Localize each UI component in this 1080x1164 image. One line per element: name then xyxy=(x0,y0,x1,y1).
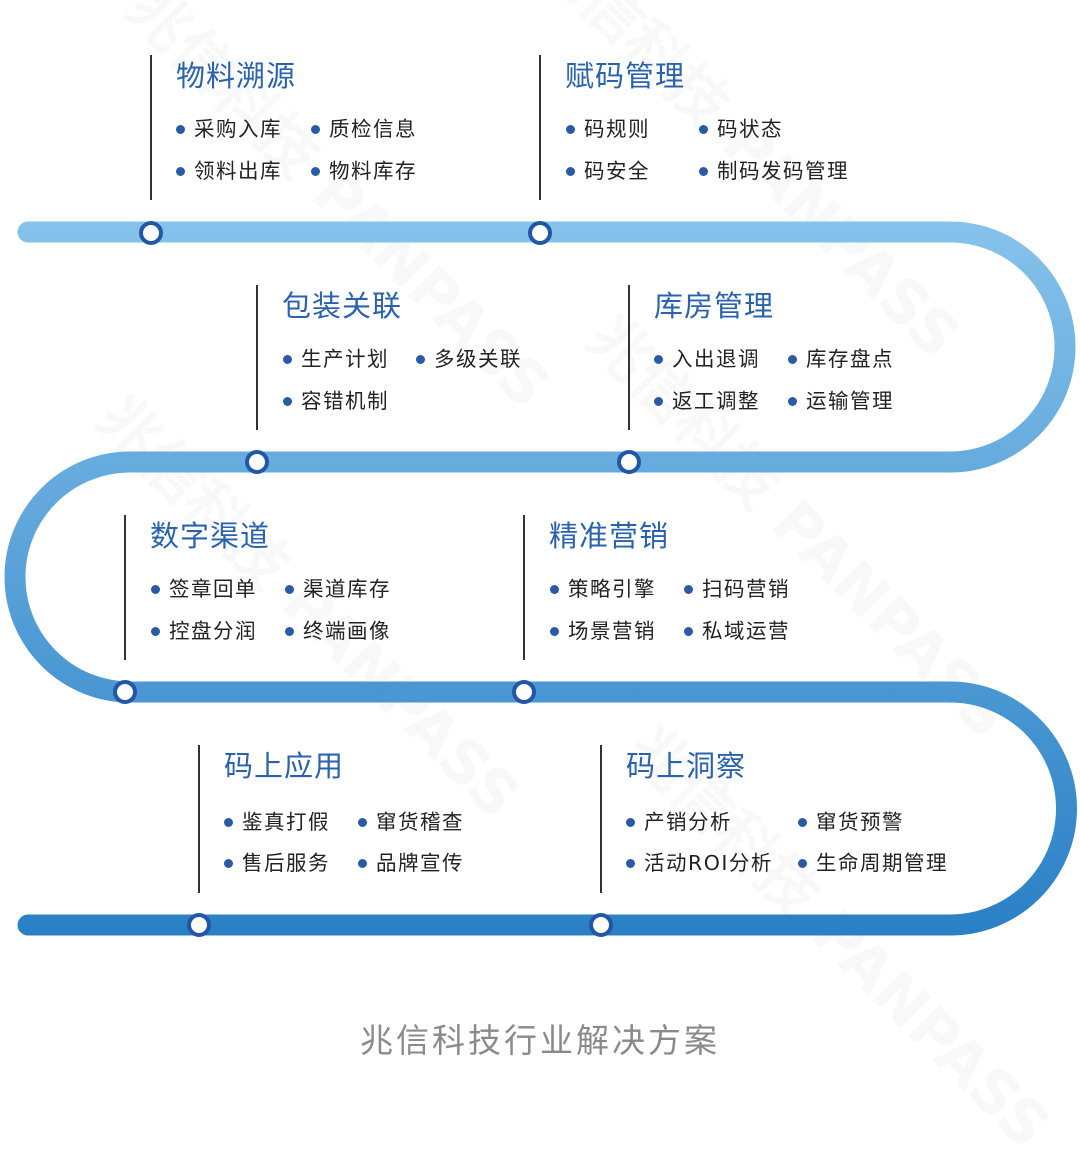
bullet-icon xyxy=(176,125,185,134)
timeline-node-marker xyxy=(187,913,211,937)
module-item: 生命周期管理 xyxy=(816,851,948,875)
module-title: 物料溯源 xyxy=(176,59,297,93)
timeline-node-marker xyxy=(528,221,552,245)
module-item: 领料出库 xyxy=(194,159,282,183)
module-item: 渠道库存 xyxy=(303,577,391,601)
bullet-icon xyxy=(283,397,292,406)
module-title: 库房管理 xyxy=(654,289,775,323)
bullet-icon xyxy=(654,397,663,406)
timeline-node-marker xyxy=(512,680,536,704)
module-item: 库存盘点 xyxy=(806,347,894,371)
module-item: 售后服务 xyxy=(242,851,330,875)
module-item: 活动ROI分析 xyxy=(644,851,773,875)
divider-line xyxy=(124,515,126,660)
module-item: 容错机制 xyxy=(301,389,389,413)
bullet-icon xyxy=(224,859,233,868)
bullet-icon xyxy=(566,125,575,134)
module-title: 码上洞察 xyxy=(626,749,747,783)
module-item: 码安全 xyxy=(584,159,650,183)
bullet-icon xyxy=(151,627,160,636)
module-title: 码上应用 xyxy=(224,749,345,783)
divider-line xyxy=(539,55,541,200)
module-item: 控盘分润 xyxy=(169,619,257,643)
bullet-icon xyxy=(566,167,575,176)
module-item: 产销分析 xyxy=(644,810,732,834)
timeline-node-marker xyxy=(617,450,641,474)
module-item: 返工调整 xyxy=(672,389,760,413)
bullet-icon xyxy=(798,818,807,827)
module-item: 制码发码管理 xyxy=(717,159,849,183)
bullet-icon xyxy=(788,355,797,364)
divider-line xyxy=(256,285,258,430)
bullet-icon xyxy=(311,125,320,134)
bullet-icon xyxy=(224,818,233,827)
bullet-icon xyxy=(654,355,663,364)
module-title: 精准营销 xyxy=(549,519,670,553)
module-title: 包装关联 xyxy=(282,289,403,323)
module-item: 入出退调 xyxy=(672,347,760,371)
bullet-icon xyxy=(626,818,635,827)
timeline-node-marker xyxy=(589,913,613,937)
timeline-track xyxy=(4,221,1077,937)
module-item: 扫码营销 xyxy=(702,577,790,601)
module-item: 运输管理 xyxy=(806,389,894,413)
module-item: 生产计划 xyxy=(301,347,389,371)
bullet-icon xyxy=(151,585,160,594)
bullet-icon xyxy=(283,355,292,364)
bullet-icon xyxy=(699,125,708,134)
module-item: 策略引擎 xyxy=(568,577,656,601)
bullet-icon xyxy=(358,859,367,868)
module-item: 物料库存 xyxy=(329,159,417,183)
module-item: 鉴真打假 xyxy=(242,810,330,834)
bullet-icon xyxy=(699,167,708,176)
footer-title: 兆信科技行业解决方案 xyxy=(360,1021,720,1060)
bullet-icon xyxy=(416,355,425,364)
bullet-icon xyxy=(550,585,559,594)
bullet-icon xyxy=(311,167,320,176)
module-item: 签章回单 xyxy=(169,577,257,601)
divider-line xyxy=(198,745,200,893)
module-item: 私域运营 xyxy=(702,619,790,643)
module-item: 终端画像 xyxy=(303,619,391,643)
module-item: 码状态 xyxy=(717,117,783,141)
timeline-node-marker xyxy=(245,450,269,474)
module-title: 赋码管理 xyxy=(565,59,686,93)
bullet-icon xyxy=(550,627,559,636)
timeline-node-marker xyxy=(139,221,163,245)
module-item: 采购入库 xyxy=(194,117,282,141)
module-item: 多级关联 xyxy=(434,347,522,371)
module-item: 质检信息 xyxy=(329,117,417,141)
bullet-icon xyxy=(788,397,797,406)
bullet-icon xyxy=(285,627,294,636)
timeline-node-marker xyxy=(113,680,137,704)
timeline-path xyxy=(4,221,1077,936)
bullet-icon xyxy=(684,627,693,636)
bullet-icon xyxy=(176,167,185,176)
bullet-icon xyxy=(798,859,807,868)
divider-line xyxy=(600,745,602,893)
module-item: 窜货稽查 xyxy=(376,810,464,834)
bullet-icon xyxy=(358,818,367,827)
bullet-icon xyxy=(626,859,635,868)
module-item: 场景营销 xyxy=(568,619,656,643)
module-item: 窜货预警 xyxy=(816,810,904,834)
bullet-icon xyxy=(684,585,693,594)
bullet-icon xyxy=(285,585,294,594)
module-item: 码规则 xyxy=(584,117,650,141)
module-item: 品牌宣传 xyxy=(376,851,464,875)
module-title: 数字渠道 xyxy=(150,519,271,553)
divider-line xyxy=(150,55,152,200)
divider-line xyxy=(523,515,525,660)
divider-line xyxy=(628,285,630,430)
